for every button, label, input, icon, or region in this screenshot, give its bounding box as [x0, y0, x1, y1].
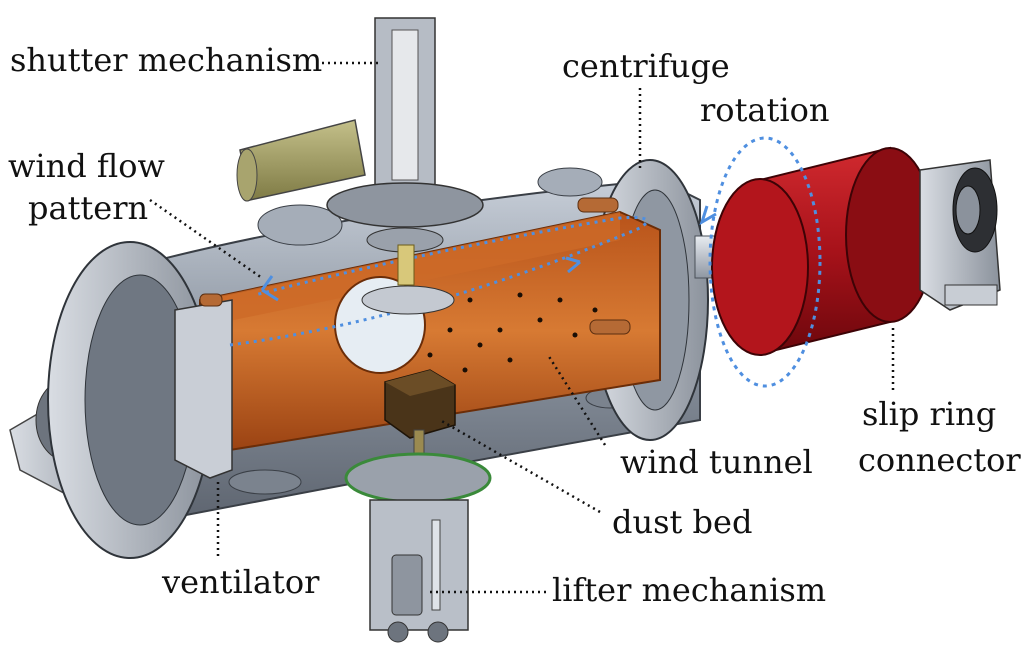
- left-flange: [47, 241, 213, 559]
- lifter-mechanism: [344, 429, 492, 643]
- leader-lines: [149, 61, 895, 594]
- label-slip-ring: slip ring: [862, 395, 997, 433]
- label-lifter-mechanism: lifter mechanism: [552, 571, 827, 609]
- label-shutter-mechanism: shutter mechanism: [10, 41, 323, 79]
- shutter-mechanism: [236, 17, 484, 315]
- dust-bed: [384, 369, 456, 439]
- label-pattern: pattern: [28, 189, 149, 227]
- slip-ring-connector: [711, 146, 935, 356]
- label-ventilator: ventilator: [162, 563, 320, 601]
- label-rotation: rotation: [700, 91, 830, 129]
- right-support-bearing: [919, 159, 1001, 311]
- label-connector: connector: [858, 441, 1021, 479]
- dust-particles: [427, 292, 598, 373]
- label-wind-tunnel: wind tunnel: [620, 443, 813, 481]
- label-wind-flow: wind flow: [8, 147, 165, 185]
- label-centrifuge: centrifuge: [562, 47, 730, 85]
- rotation-arrow: [699, 136, 822, 388]
- leader-dust-bed: [439, 418, 601, 514]
- label-dust-bed: dust bed: [612, 503, 753, 541]
